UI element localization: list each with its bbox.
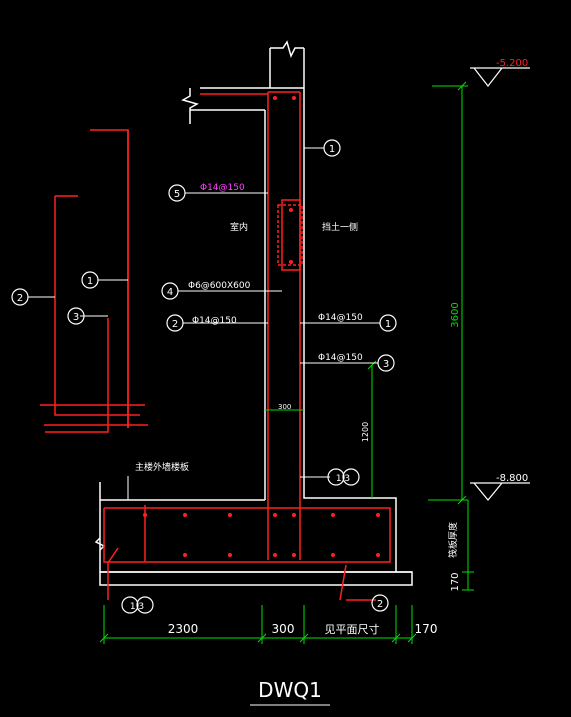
dim-300: 300 xyxy=(272,622,295,636)
slab-note: 主楼外墙楼板 xyxy=(135,461,189,473)
callout-2-bottom: 2 xyxy=(377,599,383,610)
dim-2300: 2300 xyxy=(168,622,199,636)
elevation-bottom: -8.800 xyxy=(496,473,528,484)
callout-5: 5 xyxy=(174,189,180,200)
rebar-label-stirrup: Φ6@600X600 xyxy=(188,281,251,291)
rebar-label-right-horizontal: Φ14@150 xyxy=(318,353,363,363)
rebar-label-right-vertical: Φ14@150 xyxy=(318,313,363,323)
dim-170: 170 xyxy=(415,622,438,636)
dim-see-plan: 见平面尺寸 xyxy=(325,622,380,636)
leader-lines xyxy=(28,147,380,500)
rebar-lines xyxy=(40,91,391,601)
callout-1-mid: 1 xyxy=(385,319,391,330)
drawing-title: DWQ1 xyxy=(258,678,322,702)
concrete-outline xyxy=(94,40,413,586)
callout-2-mid: 2 xyxy=(172,319,178,330)
elevation-top: -5.200 xyxy=(496,58,528,69)
exterior-label: 挡土一侧 xyxy=(322,221,358,233)
elevation-markers xyxy=(470,67,530,501)
callout-13-bottom: 1 3 xyxy=(130,602,144,612)
callout-1-right: 1 xyxy=(329,144,335,155)
callout-13-wall: 1 3 xyxy=(336,474,350,484)
interior-label: 室内 xyxy=(230,221,248,233)
rebar-label-top: Φ14@150 xyxy=(200,183,245,193)
callout-3-left: 3 xyxy=(73,312,79,323)
callout-4: 4 xyxy=(167,287,173,298)
callout-2-left: 2 xyxy=(17,293,23,304)
callout-circles xyxy=(11,139,397,614)
callout-1-left: 1 xyxy=(87,276,93,287)
height-lower-label: 1200 xyxy=(361,422,370,442)
raft-note: 筏板厚度 xyxy=(447,522,459,558)
dimension-lines xyxy=(99,81,474,644)
rebar-label-left-vertical: Φ14@150 xyxy=(192,316,237,326)
rebar-dots xyxy=(143,96,380,557)
wall-thickness-label: 300 xyxy=(278,403,291,411)
height-total-label: 3600 xyxy=(450,302,461,327)
labels: 1 5 4 2 1 3 1 2 3 2 1 3 1 3 Φ14@150 Φ14@… xyxy=(17,58,528,702)
raft-thickness-label: 170 xyxy=(450,572,461,591)
callout-3-right: 3 xyxy=(383,359,389,370)
